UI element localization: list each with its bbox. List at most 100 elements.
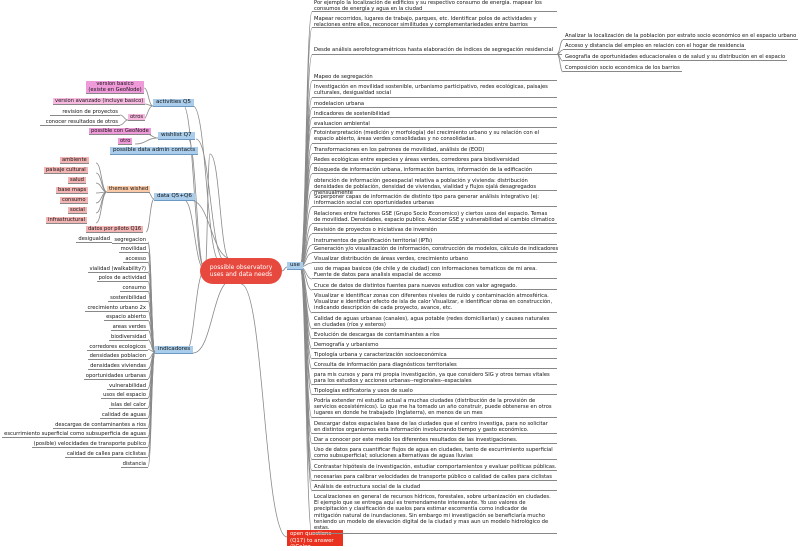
version-basico[interactable]: version basico (existe en GeoNode) — [86, 81, 144, 95]
otros-item[interactable]: conocer resultados de otros — [40, 119, 120, 127]
use-item[interactable]: Desde análisis aerofotogramétricos hasta… — [312, 47, 562, 55]
use-item[interactable]: Tipología urbana y caracterización socio… — [312, 352, 557, 359]
contacts-node[interactable]: possible data admin contacts — [110, 147, 199, 155]
themes-node[interactable]: themes wished — [107, 186, 151, 194]
use-item[interactable]: Visualizar e identificar zonas con difer… — [312, 293, 557, 313]
indicator-item[interactable]: biodiversidad — [109, 333, 148, 341]
use-item[interactable]: Por ejemplo la localización de edificios… — [312, 0, 557, 12]
use-item[interactable]: Demografía y urbanismo — [312, 342, 557, 349]
data-node[interactable]: data Q5+Q6 — [154, 193, 195, 201]
connector-line — [195, 138, 226, 262]
indicator-item[interactable]: areas verdes — [110, 324, 148, 332]
indicator-item[interactable]: vialidad (walkability?) — [87, 265, 148, 273]
indicator-item[interactable]: consumo — [120, 285, 148, 293]
use-item[interactable]: Transformaciones en los patrones de movi… — [312, 147, 557, 154]
indicator-item[interactable]: islas del calor — [108, 402, 148, 410]
use-item[interactable]: Indicadores de sostenibilidad — [312, 111, 557, 118]
use-item[interactable]: necesarias para calibrar velocidades de … — [312, 474, 557, 481]
use-item[interactable]: Localizaciones en general de recursos hí… — [312, 494, 557, 534]
use-item[interactable]: Calidad de aguas urbanas (canales), agua… — [312, 316, 557, 329]
use-item[interactable]: Tipologías edificatoria y usos de suelo — [312, 388, 557, 395]
use-item[interactable]: Relaciones entre factores GSE (Grupo Soc… — [312, 211, 557, 224]
indicator-item[interactable]: corredores ecologicos — [87, 343, 148, 351]
indicator-item[interactable]: sostenibilidad — [108, 294, 148, 302]
use-node[interactable]: use — [287, 262, 303, 270]
wishlist-item-geonode[interactable]: possible con GeoNode — [89, 128, 151, 136]
indicator-item[interactable]: descargas de contaminantes a rios — [53, 421, 148, 429]
connector-line — [281, 266, 288, 272]
connector-line — [95, 191, 108, 224]
segregation-sub-item[interactable]: Geografía de oportunidades educacionales… — [563, 54, 788, 62]
indicator-item[interactable]: vulnerabilidad — [107, 382, 148, 390]
use-item[interactable]: Redes ecológicas entre especies y áreas … — [312, 157, 557, 164]
use-item[interactable]: Investigación en movilidad sostenible, u… — [312, 84, 557, 98]
theme-item[interactable]: salud — [68, 177, 86, 185]
connector-line — [192, 279, 233, 354]
indicator-item[interactable]: segregacion — [112, 237, 148, 245]
segregation-sub-item[interactable]: Composición socio económica de los barri… — [563, 65, 682, 73]
use-item[interactable]: modelacion urbana — [312, 101, 557, 108]
indicator-item[interactable]: usos del espacio — [101, 392, 148, 400]
indicator-item[interactable]: movilidad — [118, 246, 148, 254]
indicator-item[interactable]: calidad de aguas — [99, 411, 148, 419]
indicator-item[interactable]: polos de actividad — [96, 275, 148, 283]
otros-item[interactable]: revision de proyectos — [50, 109, 120, 117]
indicator-item[interactable]: accesso — [123, 255, 148, 263]
pilot-data-node[interactable]: datos por piloto Q16 — [86, 226, 144, 234]
indicadores-node[interactable]: indicadores — [155, 346, 194, 354]
use-item[interactable]: Análisis de estructura social de la ciud… — [312, 484, 557, 491]
indicator-item[interactable]: crecimiento urbano 2x — [85, 304, 148, 312]
central-topic-label: possible observatory uses and data needs — [209, 264, 273, 278]
indicator-item[interactable]: (posible) velocidades de transporte publ… — [31, 441, 148, 449]
use-item[interactable]: Mapear recorridos, lugares de trabajo, p… — [312, 16, 557, 28]
theme-item[interactable]: ambiente — [60, 157, 89, 165]
connector-line — [134, 137, 159, 145]
connector-line — [299, 266, 313, 535]
use-item[interactable]: Visualizar distribución de áreas verdes,… — [312, 256, 557, 263]
indicator-item[interactable]: desigualdad — [76, 236, 112, 244]
indicator-item[interactable]: densidades viviendas — [88, 363, 148, 371]
indicator-item[interactable]: escurrimiento superficial como subsuperf… — [2, 431, 148, 439]
central-topic[interactable]: possible observatory uses and data needs — [200, 258, 282, 284]
connector-line — [187, 138, 206, 271]
connector-line — [147, 351, 156, 467]
use-item[interactable]: Generación y/o visualización de informac… — [312, 246, 559, 253]
theme-item[interactable]: paisaje cultural — [44, 167, 88, 175]
use-item[interactable]: Mapeo de segregación — [312, 74, 557, 81]
theme-item[interactable]: base maps — [56, 187, 89, 195]
use-item[interactable]: Superponer capas de información de disti… — [312, 194, 557, 207]
connector-line — [192, 105, 221, 263]
segregation-sub-item[interactable]: Analizar la localización de la población… — [563, 33, 799, 41]
indicator-item[interactable]: oportunidades urbanas — [83, 372, 148, 380]
use-item[interactable]: uso de mapas basicos (de chile y de ciud… — [312, 266, 557, 279]
use-item[interactable]: obtención de información geoespacial rel… — [312, 178, 557, 196]
use-item[interactable]: Dar a conocer por este medio los diferen… — [312, 437, 557, 444]
indicator-item[interactable]: calidad de calles para ciclistas — [65, 450, 148, 458]
use-item[interactable]: Búsqueda de información urbana, informac… — [312, 167, 557, 174]
otros-node[interactable]: otros — [128, 114, 146, 122]
connector-line — [183, 199, 206, 271]
use-item[interactable]: Instrumentos de planificación territoria… — [312, 238, 557, 245]
use-item[interactable]: Contrastar hipótesis de investigación, e… — [312, 464, 557, 471]
wishlist-item-otro[interactable]: otro — [118, 138, 133, 146]
use-item[interactable]: Podría extender mi estudio actual a much… — [312, 398, 557, 418]
use-item[interactable]: Consulta de información para diagnóstico… — [312, 362, 557, 369]
use-item[interactable]: Fotointerpretación (medición y morfologí… — [312, 130, 557, 144]
theme-item[interactable]: social — [68, 207, 87, 215]
theme-item[interactable]: infrastructural — [46, 217, 87, 225]
use-item[interactable]: para mis cursos y para mi propia investi… — [312, 372, 557, 385]
use-item[interactable]: evaluacion ambiental — [312, 121, 557, 128]
use-item[interactable]: Uso de datos para cuantificar flujos de … — [312, 447, 557, 460]
use-item[interactable]: Descargar datos espaciales base de las c… — [312, 421, 557, 434]
theme-item[interactable]: consumo — [60, 197, 88, 205]
wishlist-node[interactable]: wishlist Q7 — [158, 132, 195, 140]
segregation-sub-item[interactable]: Acceso y distancia del empleo en relació… — [563, 43, 747, 51]
version-avanzado[interactable]: version avanzado (incluye basico) — [53, 98, 146, 106]
activities-node[interactable]: activities Q5 — [153, 99, 194, 107]
use-item[interactable]: Revisión de proyectos o iniciativas de i… — [312, 227, 557, 234]
indicator-item[interactable]: espacio abierto — [104, 314, 148, 322]
use-item[interactable]: Cruce de datos de distintos fuentes para… — [312, 283, 557, 290]
use-item[interactable]: Evolución de descargas de contaminantes … — [312, 332, 557, 339]
indicator-item[interactable]: densidades poblacion — [87, 353, 148, 361]
indicator-item[interactable]: distancia — [120, 460, 148, 468]
